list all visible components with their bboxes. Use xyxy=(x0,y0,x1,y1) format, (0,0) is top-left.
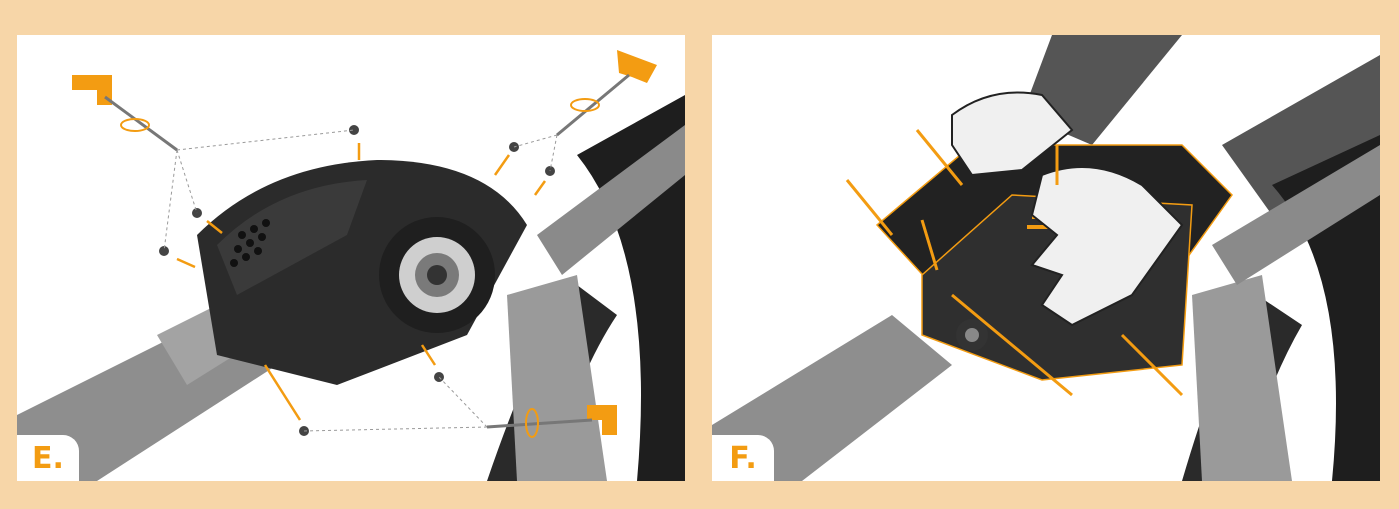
down-tube xyxy=(712,315,952,481)
seat-tube xyxy=(1192,275,1292,481)
screw-icon xyxy=(159,125,555,436)
arrow-icon xyxy=(176,143,547,421)
drive-unit xyxy=(956,319,988,351)
step-label: F. xyxy=(712,435,774,481)
drive-unit xyxy=(379,217,495,333)
hand-icon xyxy=(951,91,1184,327)
chain-stay xyxy=(1212,145,1380,285)
step-e-panel: E. xyxy=(17,35,685,481)
step-label: E. xyxy=(17,435,79,481)
step-f-illustration xyxy=(712,35,1380,481)
step-e-illustration xyxy=(17,50,685,481)
guide-lines xyxy=(163,129,558,432)
chain-stay xyxy=(537,125,685,275)
seat-tube xyxy=(507,275,607,481)
step-f-panel: F. xyxy=(712,35,1380,481)
arrow-icon xyxy=(845,129,1184,397)
hex-key-icon xyxy=(72,50,657,435)
rotation-icon xyxy=(120,98,600,438)
